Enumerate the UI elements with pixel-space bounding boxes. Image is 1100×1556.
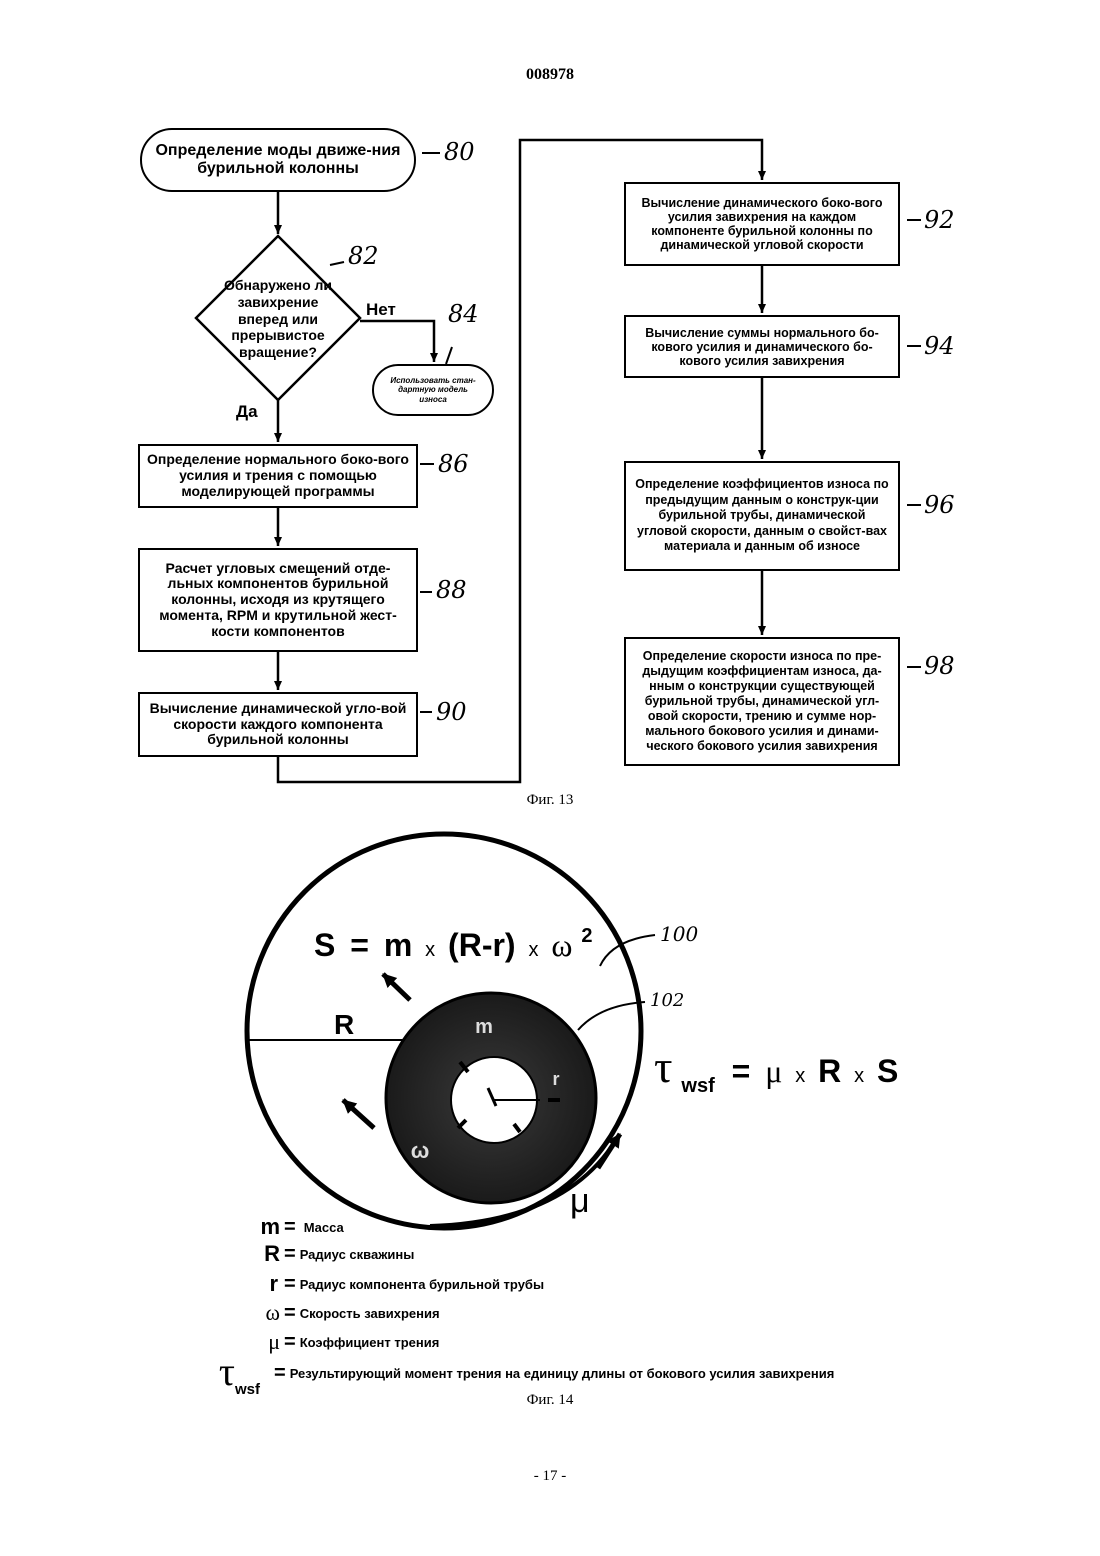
legend-row-whirl-speed: ω = Скорость завихрения (200, 1300, 880, 1326)
fig14-caption: Фиг. 14 (0, 1392, 1100, 1409)
legend-text-friction: Коэффициент трения (300, 1335, 440, 1350)
legend-eq: = (284, 1216, 296, 1239)
legend-eq: = (284, 1302, 296, 1325)
label-R: R (334, 1009, 354, 1040)
legend-eq: = (284, 1273, 296, 1296)
legend-text-borehole-radius: Радиус скважины (300, 1247, 415, 1262)
legend-row-torque: τwsf = Результирующий момент трения на е… (200, 1354, 880, 1392)
legend-row-pipe-radius: r = Радиус компонента бурильной трубы (200, 1271, 880, 1297)
inner-label-m: m (475, 1016, 493, 1038)
legend-symbol-r: r (200, 1271, 284, 1297)
legend-symbol-omega: ω (200, 1300, 284, 1326)
legend-text-pipe-radius: Радиус компонента бурильной трубы (300, 1277, 544, 1292)
legend-eq: = (284, 1331, 296, 1354)
legend-eq: = (274, 1362, 286, 1385)
legend-symbol-tau: τwsf (200, 1348, 260, 1398)
ref-102: 102 (650, 990, 684, 1011)
legend-tau-glyph: τ (219, 1349, 235, 1394)
legend-symbol-R: R (200, 1241, 284, 1267)
inner-label-r: r (552, 1069, 559, 1089)
formula-s: S = m x (R-r) x ω 2 (314, 925, 592, 963)
page-number: - 17 - (0, 1468, 1100, 1485)
inner-label-omega: ω (411, 1138, 430, 1163)
legend-symbol-m: m (200, 1214, 284, 1240)
legend-row-mass: m = Масса (200, 1214, 880, 1240)
legend-row-friction: μ = Коэффициент трения (200, 1329, 880, 1355)
legend-text-torque: Результирующий момент трения на единицу … (290, 1366, 835, 1381)
formula-tau: τ wsf = μ x R x S (654, 1041, 898, 1099)
legend-text-mass: Масса (304, 1220, 344, 1235)
ref-100: 100 (660, 922, 698, 946)
legend-row-borehole-radius: R = Радиус скважины (200, 1241, 880, 1267)
legend-text-whirl-speed: Скорость завихрения (300, 1306, 440, 1321)
legend-eq: = (284, 1243, 296, 1266)
